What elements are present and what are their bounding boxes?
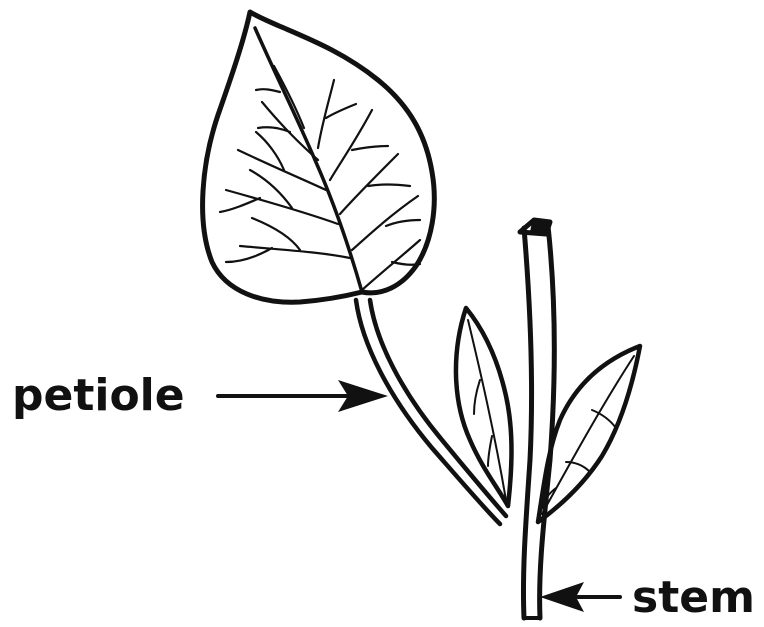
stem-arrow — [540, 582, 620, 612]
main-stem — [520, 220, 554, 618]
stem-label: stem — [632, 572, 755, 623]
leaf-blade — [203, 12, 435, 302]
petiole-label-group: petiole — [12, 370, 388, 421]
petiole-label: petiole — [12, 370, 185, 421]
stem-label-group: stem — [540, 572, 755, 623]
small-leaf-left — [456, 308, 512, 506]
petiole-arrow — [218, 380, 388, 412]
